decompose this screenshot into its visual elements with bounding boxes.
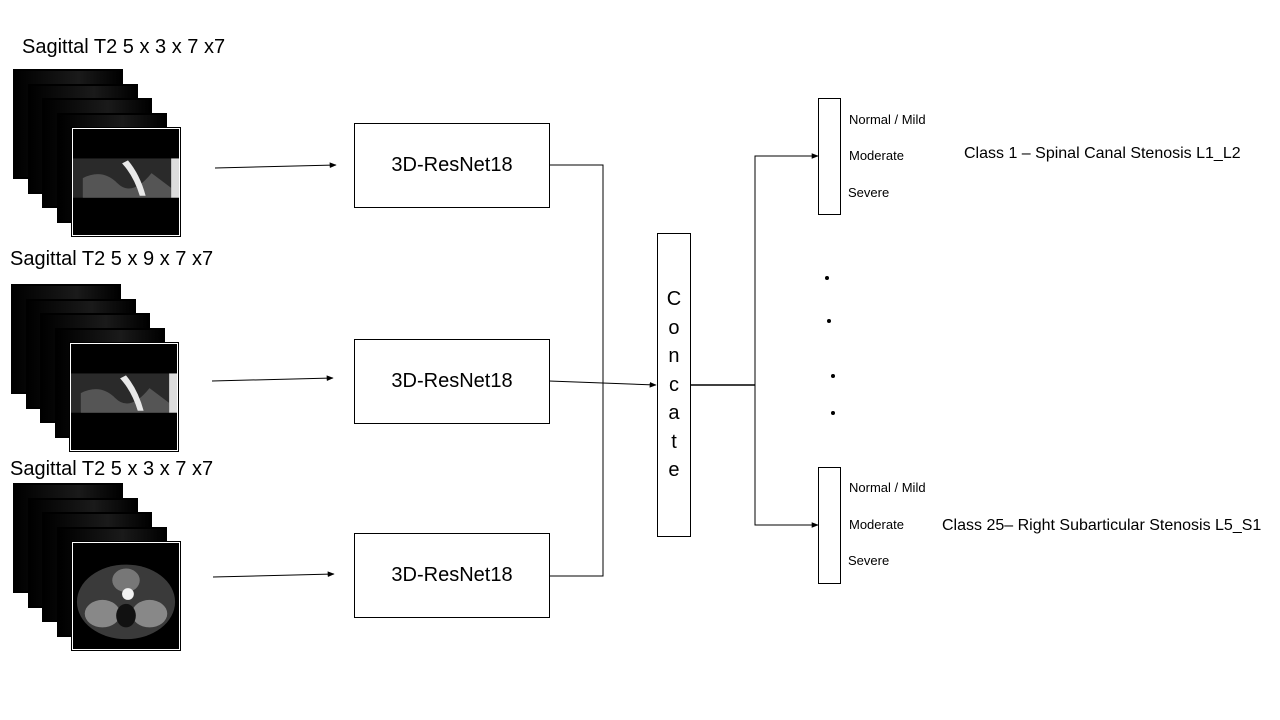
ellipsis-dot — [831, 374, 835, 378]
encoder-label-1: 3D-ResNet18 — [391, 154, 513, 176]
ellipsis-dot — [831, 411, 835, 415]
output-1-option-moderate: Moderate — [849, 148, 904, 163]
encoder-box-1: 3D-ResNet18 — [354, 123, 550, 208]
arrow-input-3 — [212, 571, 335, 578]
arrow-output-25 — [754, 385, 819, 528]
input-label-2: Sagittal T2 5 x 9 x 7 x7 — [10, 248, 214, 270]
arrow-encoder-2 — [548, 380, 657, 388]
ellipsis-dot — [827, 319, 831, 323]
concat-letter: c — [668, 373, 679, 396]
image-slice — [70, 343, 178, 451]
arrow-input-2 — [211, 375, 334, 382]
output-1-option-severe: Severe — [848, 185, 890, 200]
image-slice — [72, 128, 180, 236]
concat-letter: a — [668, 402, 680, 425]
concat-letter: n — [668, 345, 680, 368]
output-1-option-normal-mild: Normal / Mild — [849, 112, 926, 127]
class-label-25: Class 25– Right Subarticular Stenosis L5… — [942, 517, 1262, 534]
concat-letter: e — [668, 459, 680, 482]
encoder-label-3: 3D-ResNet18 — [391, 564, 513, 586]
concat-box: C o n c a t e — [657, 233, 691, 537]
input-label-3: Sagittal T2 5 x 3 x 7 x7 — [10, 458, 214, 480]
output-box-25 — [818, 467, 841, 584]
concat-label: C o n c a t e — [667, 285, 681, 485]
concat-letter: o — [668, 316, 680, 339]
concat-letter: t — [671, 430, 677, 453]
output-25-option-normal-mild: Normal / Mild — [849, 480, 926, 495]
class-label-1: Class 1 – Spinal Canal Stenosis L1_L2 — [964, 145, 1241, 162]
ellipsis-dot — [825, 276, 829, 280]
image-slice — [72, 542, 180, 650]
arrow-input-1 — [214, 162, 337, 169]
output-box-1 — [818, 98, 841, 215]
output-25-option-severe: Severe — [848, 553, 890, 568]
output-25-option-moderate: Moderate — [849, 517, 904, 532]
encoder-label-2: 3D-ResNet18 — [391, 370, 513, 392]
encoder-box-3: 3D-ResNet18 — [354, 533, 550, 618]
arrow-output-1 — [754, 153, 819, 385]
encoder-box-2: 3D-ResNet18 — [354, 339, 550, 424]
input-label-1: Sagittal T2 5 x 3 x 7 x7 — [22, 36, 226, 58]
wire-encoder-1 — [549, 164, 604, 385]
concat-letter: C — [666, 288, 682, 311]
wire-encoder-3 — [549, 385, 604, 577]
